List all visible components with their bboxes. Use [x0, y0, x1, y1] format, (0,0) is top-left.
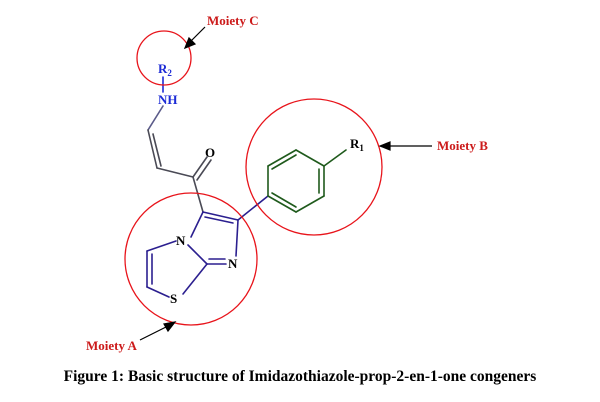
moiety-b-arrowhead [378, 141, 391, 151]
ring-bond-c2-s1 [146, 286, 170, 298]
c3-to-c2-bond [147, 129, 158, 169]
moiety-labels: Moiety C Moiety B Moiety A [86, 13, 488, 353]
pointer-arrows [139, 26, 432, 341]
nh-label: NH [158, 92, 178, 107]
moiety-b-label: Moiety B [437, 138, 488, 153]
figure-caption: Figure 1: Basic structure of Imidazothia… [63, 368, 537, 385]
carbonyl-double-bond-inner [196, 159, 212, 181]
phenyl-bond-6 [267, 195, 297, 213]
moiety-a-label: Moiety A [86, 338, 138, 353]
ring-bond-c6-n7 [235, 219, 239, 257]
ring-bond-c5-c6-inner [204, 216, 234, 224]
ring-bond-n4-c5 [190, 211, 204, 238]
moiety-b-circle [245, 98, 383, 236]
moiety-c-label: Moiety C [207, 13, 259, 28]
phenyl-bond-5 [295, 195, 325, 213]
c3-to-c2-double-bond-inner [152, 133, 162, 167]
r1-label: R1 [350, 136, 364, 153]
enaminone-chain [147, 76, 212, 213]
ring-bond-c7a-n4 [187, 244, 208, 265]
ring-bond-c5-c6 [202, 211, 239, 221]
imidazothiazole-ring [146, 211, 239, 298]
r2-label: R2 [158, 61, 172, 78]
moiety-a-circle [124, 192, 258, 326]
phenyl-bond-2-inner [271, 154, 297, 170]
ring-sulfur-label: S [170, 291, 177, 306]
phenyl-bond-6-inner [271, 192, 297, 208]
ring-to-phenyl-bond [237, 195, 269, 221]
nh-to-c3-bond [147, 105, 164, 131]
c2-to-c1-bond [156, 167, 194, 178]
moiety-c-circle [136, 30, 192, 86]
ring-nitrogen-label: N [228, 256, 238, 271]
ring-bond-s1-c7a [182, 263, 208, 295]
carbonyl-oxygen-label: O [205, 145, 215, 160]
ring-bond-n4-c3 [146, 240, 177, 252]
moiety-circles [124, 30, 383, 326]
moiety-a-arrowhead [163, 321, 177, 333]
atom-labels: R2 NH O R1 N N S [158, 61, 364, 306]
phenyl-bond-2 [267, 149, 297, 167]
para-r1-bond [323, 149, 347, 167]
moiety-c-arrowhead [183, 36, 197, 50]
fused-nitrogen-label: N [176, 233, 186, 248]
carbonyl-bond [192, 156, 208, 178]
phenyl-bond-3 [295, 149, 325, 167]
moiety-a-arrow-shaft [139, 324, 171, 341]
phenyl-ring [237, 149, 347, 221]
c1-to-ring-bond [192, 176, 204, 213]
